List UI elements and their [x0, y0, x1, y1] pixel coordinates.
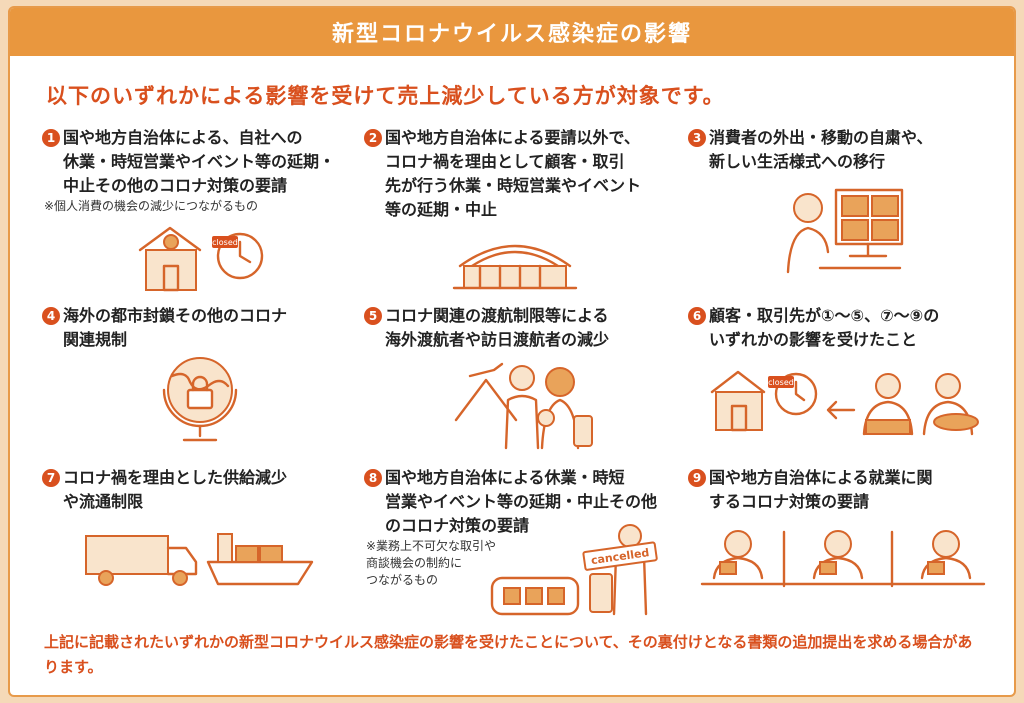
item-text: コロナ関連の渡航制限等による 海外渡航者や訪日渡航者の減少 [385, 306, 610, 349]
item-number: 1 [42, 129, 60, 147]
item-text: 海外の都市封鎖その他のコロナ 関連規制 [63, 306, 288, 349]
remote-work-icon [786, 188, 904, 274]
item-note: ※個人消費の機会の減少につながるもの [44, 199, 259, 213]
item-text: 国や地方自治体による就業に関 するコロナ対策の要請 [709, 468, 933, 511]
item-number: 2 [364, 129, 382, 147]
item-text: コロナ禍を理由とした供給減少 や流通制限 [63, 468, 288, 511]
partitioned-workers-icon [700, 530, 986, 588]
closed-sign: closed [212, 238, 238, 247]
item-number: 4 [42, 307, 60, 325]
travelers-icon [454, 362, 593, 450]
item-text: 国や地方自治体による休業・時短 営業やイベント等の延期・中止その他 のコロナ対策… [385, 468, 658, 535]
item-text: 国や地方自治体による、自社への 休業・時短営業やイベント等の延期・ 中止その他の… [63, 128, 336, 195]
closed-restaurant-icon: closed [138, 226, 264, 292]
item-number: 6 [688, 307, 706, 325]
truck-ship-icon [85, 533, 314, 586]
item-text: 国や地方自治体による要請以外で、 コロナ禍を理由として顧客・取引 先が行う休業・… [385, 128, 642, 219]
stadium-icon [452, 244, 578, 290]
item-number: 5 [364, 307, 382, 325]
item-number: 9 [688, 469, 706, 487]
affected-business-icon: closed [710, 370, 979, 436]
subtitle: 以下のいずれかによる影響を受けて売上減少している方が対象です。 [46, 84, 725, 108]
item-number: 7 [42, 469, 60, 487]
closed-sign: closed [768, 378, 794, 387]
item-text: 顧客・取引先が①〜⑤、⑦〜⑨の いずれかの影響を受けたこと [709, 306, 940, 349]
footer-note: 上記に記載されたいずれかの新型コロナウイルス感染症の影響を受けたことについて、そ… [44, 633, 973, 676]
locked-globe-icon [162, 357, 238, 442]
item-number: 8 [364, 469, 382, 487]
item-note: ※業務上不可欠な取引や 商談機会の制約に つながるもの [366, 539, 497, 587]
page-title: 新型コロナウイルス感染症の影響 [10, 8, 1014, 56]
info-panel: 新型コロナウイルス感染症の影響 以下のいずれかによる影響を受けて売上減少している… [8, 6, 1016, 697]
item-number: 3 [688, 129, 706, 147]
cancelled-event-icon: cancelled [490, 524, 658, 616]
item-text: 消費者の外出・移動の自粛や、 新しい生活様式への移行 [709, 128, 933, 171]
